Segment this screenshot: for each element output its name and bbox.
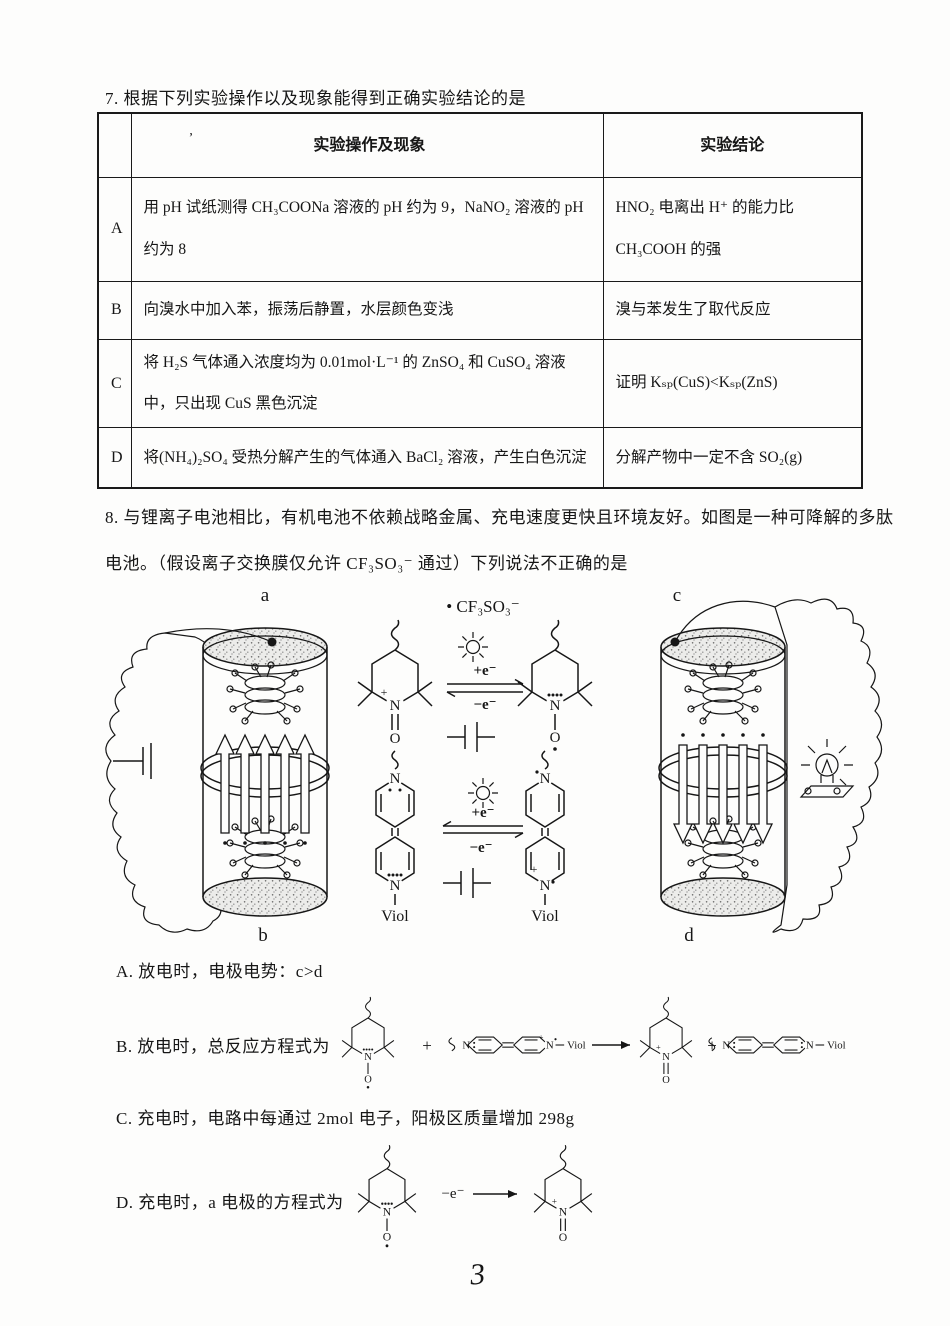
minus-electron-label: −e⁻ (469, 840, 492, 856)
stray-mark: ’ (188, 130, 194, 146)
plus-electron-label: +e⁻ (473, 663, 496, 679)
electrode-c-label: c (673, 585, 681, 606)
electrode-d-label: d (684, 925, 694, 946)
electrode-b-label: b (258, 925, 268, 946)
page-number: 3 (468, 1257, 487, 1292)
battery-diagram: N O N + O (105, 585, 883, 946)
row-operation: 向溴水中加入苯，振荡后静置，水层颜色变浅 (130, 280, 604, 340)
option-b-equation: + + (330, 993, 855, 1101)
table-row: C 将 H₂S 气体通入浓度均为 0.01mol·L⁻¹ 的 ZnSO₄ 和 C… (97, 338, 863, 429)
row-conclusion: 溴与苯发生了取代反应 (602, 280, 863, 340)
question-8-line1: 8. 与锂离子电池相比，有机电池不依赖战略金属、充电速度更快且环境友好。如图是一… (105, 508, 894, 527)
svg-text:−e⁻: −e⁻ (441, 1186, 464, 1202)
option-c: C. 充电时，电路中每通过 2mol 电子，阳极区质量增加 298g (116, 1109, 575, 1128)
option-a: A. 放电时，电极电势：c>d (116, 962, 323, 981)
svg-text:N: N (540, 878, 551, 894)
table-row: D 将(NH₄)₂SO₄ 受热分解产生的气体通入 BaCl₂ 溶液，产生白色沉淀… (97, 427, 863, 489)
row-label: B (97, 280, 132, 340)
option-d-equation: −e⁻ (345, 1138, 630, 1270)
wire-a (164, 628, 273, 643)
row-conclusion: 分解产物中一定不含 SO₂(g) (602, 427, 863, 489)
svg-text:+: + (531, 862, 538, 876)
row-operation: 用 pH 试纸测得 CH₃COONa 溶液的 pH 约为 9，NaNO₂ 溶液的… (130, 176, 604, 282)
minus-electron-label: −e⁻ (473, 697, 496, 713)
svg-text:+: + (707, 1036, 717, 1055)
wire-c (674, 600, 776, 643)
question-8-line2: 电池。（假设离子交换膜仅允许 CF₃SO₃⁻ 通过）下列说法不正确的是 (105, 554, 628, 573)
svg-text:N: N (390, 878, 401, 894)
anion-label: • CF₃SO₃⁻ (446, 597, 520, 616)
table-row: B 向溴水中加入苯，振荡后静置，水层颜色变浅 溴与苯发生了取代反应 (97, 280, 863, 340)
question-7-title: 7. 根据下列实验操作以及现象能得到正确实验结论的是 (105, 89, 526, 108)
row-operation: 将(NH₄)₂SO₄ 受热分解产生的气体通入 BaCl₂ 溶液，产生白色沉淀 (130, 427, 604, 489)
svg-text:+: + (422, 1036, 432, 1055)
row-conclusion: 证明 Kₛₚ(CuS)<Kₛₚ(ZnS) (602, 338, 863, 429)
electrode-a-label: a (261, 585, 270, 606)
svg-text:N: N (390, 771, 401, 787)
row-label: D (97, 427, 132, 489)
q7-header-conclusion: 实验结论 (602, 112, 863, 178)
right-circuit-blob (772, 598, 883, 933)
charger-capacitor-icon (113, 743, 152, 779)
row-label: A (97, 176, 132, 282)
q7-header-corner (97, 112, 132, 178)
row-label: C (97, 338, 132, 429)
row-conclusion: HNO₂ 电离出 H⁺ 的能力比 CH₃COOH 的强 (602, 176, 863, 282)
table-row: A 用 pH 试纸测得 CH₃COONa 溶液的 pH 约为 9，NaNO₂ 溶… (97, 176, 863, 282)
q7-header-row: ’实验操作及现象 实验结论 (97, 112, 863, 178)
left-circuit-blob (105, 632, 222, 933)
viologen-redox-scheme: N N Viol N + N (375, 750, 565, 925)
battery-cell-cd: c d (658, 585, 788, 946)
q7-table: ’实验操作及现象 实验结论 A 用 pH 试纸测得 CH₃COONa 溶液的 p… (97, 112, 863, 489)
viol-label: Viol (531, 908, 559, 925)
row-operation: 将 H₂S 气体通入浓度均为 0.01mol·L⁻¹ 的 ZnSO₄ 和 CuS… (130, 338, 604, 429)
plus-electron-label: +e⁻ (471, 805, 494, 821)
option-d-text: D. 充电时，a 电极的方程式为 (116, 1193, 344, 1212)
viol-label: Viol (381, 908, 409, 925)
svg-text:N: N (540, 771, 551, 787)
light-bulb-icon (799, 739, 855, 798)
battery-cell-ab: a b (164, 585, 330, 946)
option-b-text: B. 放电时，总反应方程式为 (116, 1037, 330, 1056)
tempo-redox-scheme: • CF₃SO₃⁻ +e⁻ −e⁻ (358, 597, 592, 753)
q7-header-operation: ’实验操作及现象 (130, 112, 604, 178)
